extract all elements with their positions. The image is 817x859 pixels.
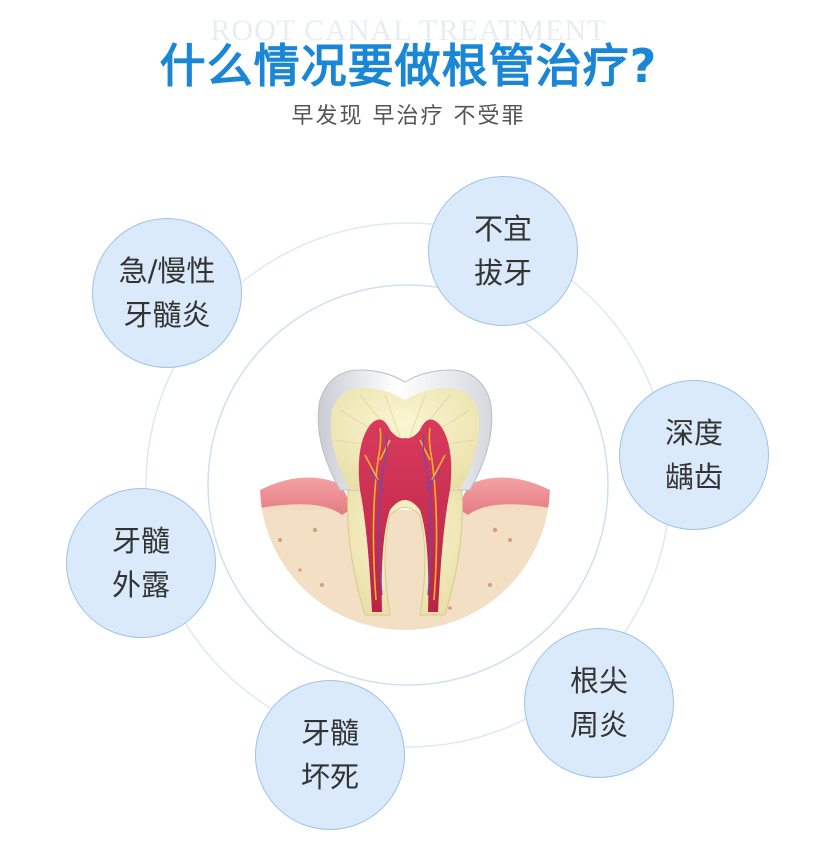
bubble-deep-caries: 深度 龋齿 bbox=[619, 380, 769, 530]
bubble-line-2: 拔牙 bbox=[473, 256, 532, 290]
inner-ring bbox=[207, 284, 609, 686]
bubble-line-2: 周炎 bbox=[569, 708, 628, 742]
page-subtitle: 早发现 早治疗 不受罪 bbox=[291, 104, 526, 129]
bubble-line-1: 牙髓 bbox=[300, 716, 359, 750]
bubble-line-1: 牙髓 bbox=[111, 524, 170, 558]
bubble-line-2: 龋齿 bbox=[664, 460, 723, 494]
bubble-no-extraction: 不宜 拔牙 bbox=[428, 176, 578, 326]
bubble-line-1: 急/慢性 bbox=[118, 254, 216, 288]
bubble-pulp-necrosis: 牙髓 坏死 bbox=[255, 680, 405, 830]
bubble-line-1: 根尖 bbox=[569, 664, 628, 698]
bubble-line-2: 牙髓炎 bbox=[123, 298, 211, 332]
tooth-illustration bbox=[260, 340, 550, 630]
tooth-cross-section-icon bbox=[260, 340, 550, 630]
bubble-pulp-exposure: 牙髓 外露 bbox=[66, 488, 216, 638]
bubble-line-2: 外露 bbox=[111, 568, 170, 602]
watermark-text: ROOT CANAL TREATMENT bbox=[210, 14, 607, 47]
bubble-line-1: 深度 bbox=[664, 416, 723, 450]
bubble-line-1: 不宜 bbox=[473, 212, 532, 246]
bubble-periapical: 根尖 周炎 bbox=[524, 628, 674, 778]
bubble-pulpitis: 急/慢性 牙髓炎 bbox=[92, 218, 242, 368]
bubble-line-2: 坏死 bbox=[300, 760, 359, 794]
page-title: 什么情况要做根管治疗? bbox=[159, 39, 658, 93]
